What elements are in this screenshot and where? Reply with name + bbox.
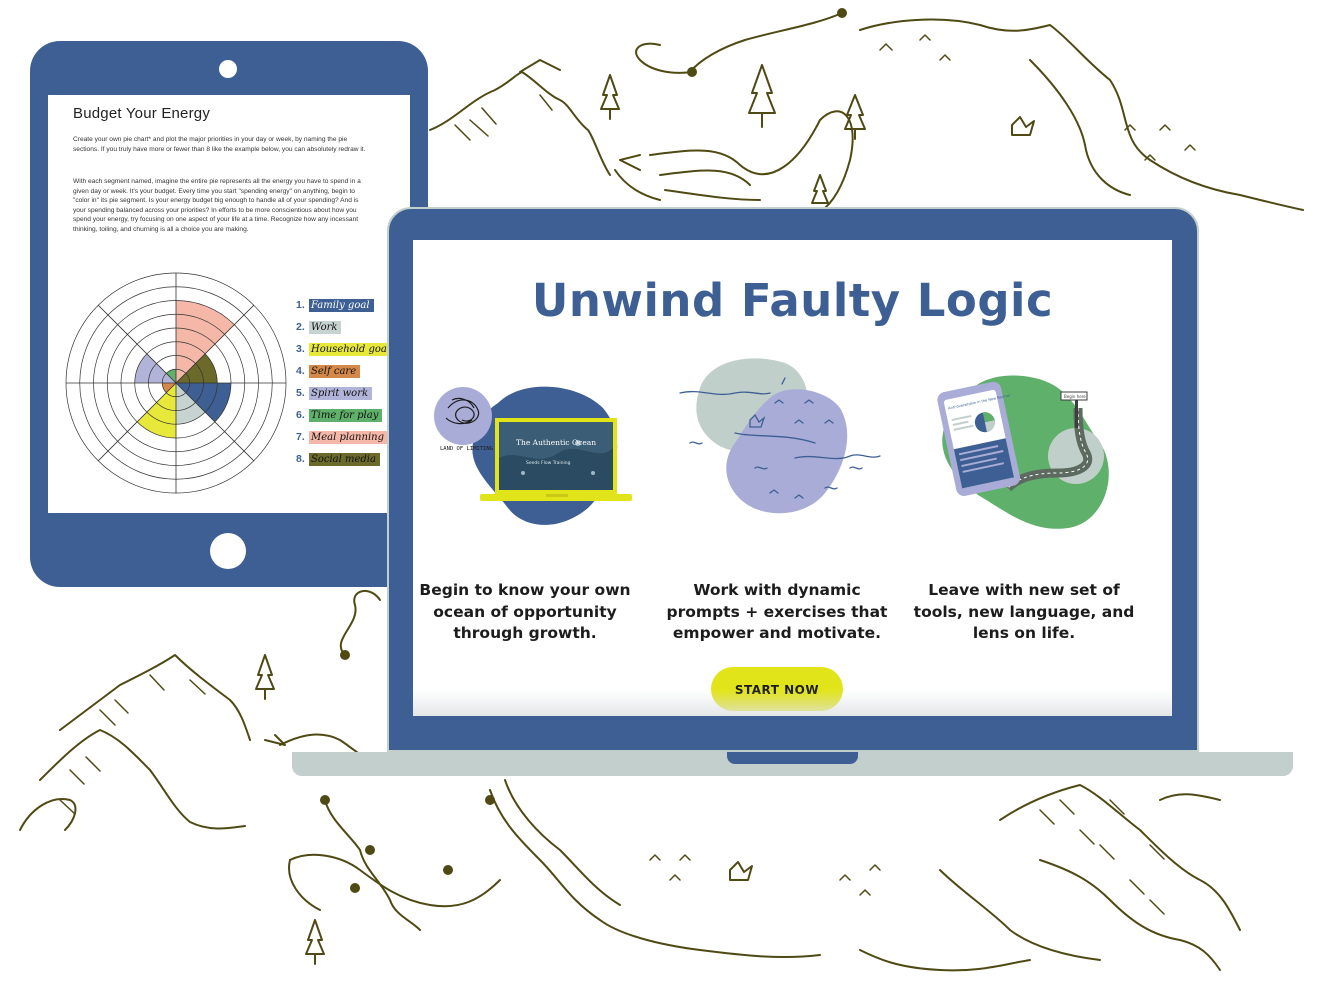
- laptop-screen: Unwind Faulty Logic LAND OF LIMITING BEL…: [413, 240, 1172, 716]
- legend-item: 7. Meal planning: [296, 426, 410, 448]
- legend-number: 4.: [296, 365, 305, 377]
- laptop-trackpad-notch: [727, 752, 858, 764]
- legend-item: 6. Time for play: [296, 404, 410, 426]
- start-now-button[interactable]: START NOW: [711, 667, 843, 711]
- pie-segment-fill: [134, 353, 176, 383]
- limiting-beliefs-badge: [434, 387, 492, 445]
- pie-segment-fill: [176, 383, 231, 422]
- legend-item: 8. Social media: [296, 448, 410, 470]
- legend-number: 2.: [296, 321, 305, 333]
- legend-label: Household goal: [309, 342, 395, 356]
- legend-item: 2. Work: [296, 316, 410, 338]
- tablet-home-button: [210, 533, 246, 569]
- feature-text-tools: Leave with new set of tools, new languag…: [913, 581, 1135, 642]
- worksheet-title: Budget Your Energy: [73, 105, 211, 122]
- lavender-blob: [726, 389, 848, 514]
- legend-item: 5. Spirit work: [296, 382, 410, 404]
- legend-label: Work: [309, 320, 342, 334]
- mini-laptop-subtitle: Seeds Flow Training: [526, 460, 571, 466]
- pie-segment-fill: [176, 300, 235, 383]
- pie-segment-fill: [176, 353, 218, 383]
- feature-text-ocean: Begin to know your own ocean of opportun…: [419, 581, 631, 642]
- worksheet-body-paragraph: With each segment named, imagine the ent…: [73, 178, 361, 233]
- legend-label: Spirit work: [309, 386, 373, 400]
- legend-item: 3. Household goal: [296, 338, 410, 360]
- legend-number: 8.: [296, 453, 305, 465]
- pie-segment-fill: [166, 369, 176, 383]
- limiting-beliefs-label: LAND OF LIMITING BELIEFS: [440, 446, 519, 452]
- legend-label: Time for play: [309, 408, 383, 422]
- pie-divider: [97, 304, 177, 384]
- signpost-label: Begin here: [1064, 394, 1086, 399]
- legend-label: Social media: [309, 452, 380, 466]
- pie-divider: [175, 382, 255, 462]
- page-title: Unwind Faulty Logic: [531, 274, 1054, 327]
- ocean-laptop-illustration: LAND OF LIMITING BELIEFS The Authentic O…: [434, 386, 632, 525]
- feature-text-prompts: Work with dynamic prompts + exercises th…: [666, 581, 888, 642]
- mini-laptop-title: The Authentic Ocean: [516, 438, 596, 447]
- pie-segment-fill: [176, 383, 206, 425]
- legend-item: 4. Self care: [296, 360, 410, 382]
- legend-label: Self care: [309, 364, 361, 378]
- legend-number: 3.: [296, 343, 305, 355]
- pie-segment-fill: [137, 383, 176, 438]
- tablet-camera: [219, 60, 237, 78]
- tablet-device: Budget Your Energy Create your own pie c…: [30, 41, 428, 587]
- phone-road-illustration: Begin here Anti-overwhelm in the New Nor…: [937, 375, 1109, 529]
- legend-number: 7.: [296, 431, 305, 443]
- legend-number: 5.: [296, 387, 305, 399]
- signpost: [1075, 396, 1078, 428]
- worksheet-intro-paragraph: Create your own pie chart* and plot the …: [73, 136, 366, 153]
- legend-number: 1.: [296, 299, 305, 311]
- pie-divider: [97, 382, 177, 462]
- legend-number: 6.: [296, 409, 305, 421]
- pie-divider: [175, 304, 255, 384]
- pie-segment-fill: [162, 383, 176, 393]
- legend-label: Family goal: [309, 298, 374, 312]
- pie-legend: 1. Family goal 2. Work 3. Household goal 4. Sel…: [296, 294, 410, 470]
- map-blobs-illustration: [679, 358, 881, 514]
- legend-label: Meal planning: [309, 430, 388, 444]
- legend-item: 1. Family goal: [296, 294, 410, 316]
- energy-pie-wheel: [65, 272, 287, 494]
- tablet-screen: Budget Your Energy Create your own pie c…: [48, 95, 410, 513]
